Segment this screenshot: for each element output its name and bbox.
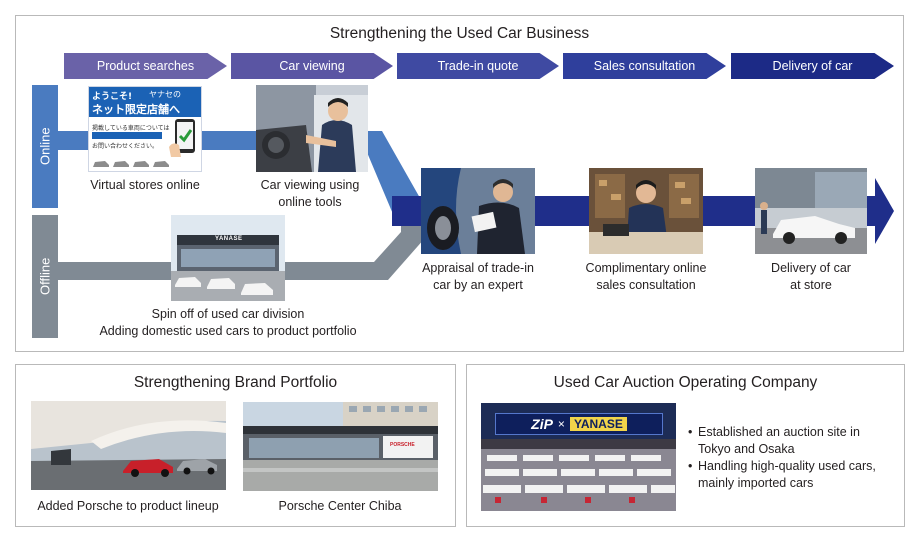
- consultation-caption: Complimentary online sales consultation: [566, 260, 726, 294]
- auction-seating: [481, 439, 676, 511]
- virtual-store-headline: ネット限定店舗へ: [92, 103, 180, 116]
- step-trade-in-quote: Trade-in quote: [397, 53, 559, 79]
- delivery-caption-line2: at store: [790, 278, 832, 292]
- phone-in-hand-icon: [169, 119, 195, 157]
- auction-company-title: Used Car Auction Operating Company: [553, 374, 818, 391]
- porsche-center-image: PORSCHE: [243, 402, 438, 491]
- banner-times: ×: [557, 417, 565, 431]
- virtual-store-highlight: [92, 132, 162, 139]
- porsche-lineup-image: [31, 401, 226, 490]
- spin-off-caption: Spin off of used car division Adding dom…: [78, 306, 378, 340]
- consultation-caption-line1: Complimentary online: [585, 261, 707, 275]
- virtual-store-image: ようこそ! ヤナセの ネット限定店舗へ 掲載している車両については お問い合わせ…: [88, 86, 202, 172]
- auction-bullet-2-line2: mainly imported cars: [698, 476, 814, 490]
- consultation-caption-line2: sales consultation: [596, 278, 696, 292]
- appraisal-caption: Appraisal of trade-in car by an expert: [403, 260, 553, 294]
- step-car-viewing: Car viewing: [231, 53, 393, 79]
- delivery-image: [755, 168, 867, 254]
- virtual-stores-caption: Virtual stores online: [90, 178, 200, 192]
- consultation-image: [589, 168, 703, 254]
- car-viewing-caption: Car viewing using online tools: [235, 177, 385, 211]
- step-product-searches: Product searches: [64, 53, 227, 79]
- auction-banner: ZiP × YANASE: [495, 413, 663, 435]
- porsche-center-caption: Porsche Center Chiba: [278, 499, 402, 513]
- auction-bullet-2: Handling high-quality used cars, mainly …: [688, 458, 876, 492]
- auction-bullet-2-line1: Handling high-quality used cars,: [698, 459, 876, 473]
- car-lineup-icon: [93, 161, 169, 167]
- step-sales-consultation: Sales consultation: [563, 53, 726, 79]
- zip-logo: ZiP: [531, 416, 553, 432]
- dealership-image: YANASE: [171, 215, 285, 301]
- appraisal-caption-line2: car by an expert: [433, 278, 523, 292]
- virtual-store-header: [89, 87, 201, 117]
- virtual-store-body-1: 掲載している車両については: [92, 125, 170, 132]
- car-viewing-caption-line2: online tools: [278, 195, 342, 209]
- auction-bullet-1-line2: Tokyo and Osaka: [698, 442, 795, 456]
- auction-bullet-list: Established an auction site in Tokyo and…: [688, 424, 876, 492]
- auction-bullet-1-line1: Established an auction site in: [698, 425, 860, 439]
- virtual-store-welcome: ようこそ!: [92, 92, 133, 102]
- yanase-logo: YANASE: [569, 417, 627, 431]
- delivery-caption-line1: Delivery of car: [771, 261, 851, 275]
- dealer-sign: YANASE: [215, 236, 243, 242]
- offline-label: Offline: [37, 257, 53, 296]
- used-car-business-title: Strengthening the Used Car Business: [329, 25, 590, 42]
- spin-off-caption-line1: Spin off of used car division: [151, 307, 305, 321]
- virtual-store-body-2: お問い合わせください。: [92, 143, 159, 150]
- porsche-sign: PORSCHE: [390, 442, 415, 448]
- appraisal-image: [421, 168, 535, 254]
- porsche-lineup-caption: Added Porsche to product lineup: [37, 499, 219, 513]
- delivery-caption: Delivery of car at store: [736, 260, 886, 294]
- virtual-store-brand: ヤナセの: [149, 90, 181, 99]
- brand-portfolio-title: Strengthening Brand Portfolio: [133, 374, 338, 391]
- auction-hall-image: ZiP × YANASE: [481, 403, 676, 511]
- online-label: Online: [37, 127, 53, 166]
- spin-off-caption-line2: Adding domestic used cars to product por…: [99, 324, 357, 338]
- step-delivery-of-car: Delivery of car: [731, 53, 894, 79]
- car-viewing-image: [256, 85, 368, 172]
- auction-bullet-1: Established an auction site in Tokyo and…: [688, 424, 876, 458]
- car-viewing-caption-line1: Car viewing using: [260, 178, 360, 192]
- appraisal-caption-line1: Appraisal of trade-in: [422, 261, 534, 275]
